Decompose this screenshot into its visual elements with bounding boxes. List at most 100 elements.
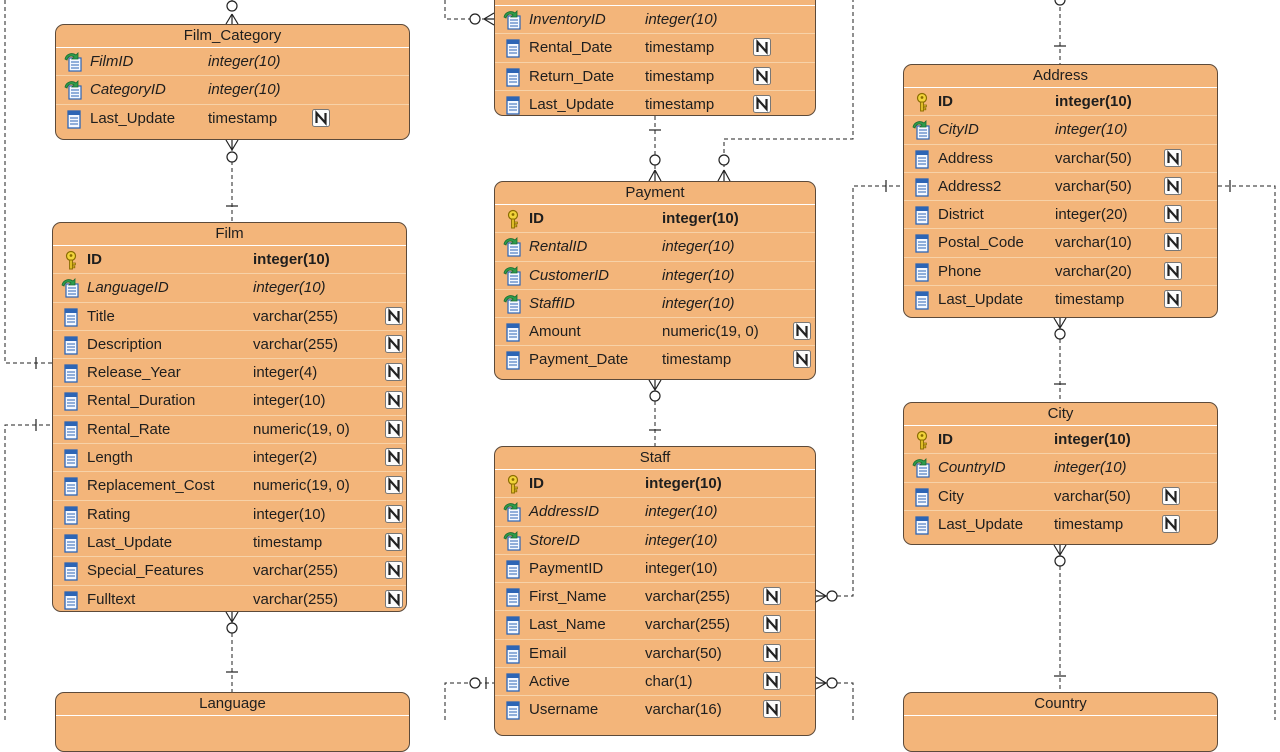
column-icon bbox=[64, 562, 78, 581]
column-icon bbox=[506, 323, 520, 342]
nullable-icon bbox=[385, 419, 403, 438]
column-icon bbox=[506, 96, 520, 115]
entity-title: Film_Category bbox=[56, 25, 409, 48]
column-type: integer(10) bbox=[662, 294, 735, 312]
column-type: varchar(255) bbox=[253, 562, 339, 580]
column-row[interactable]: CustomerID integer(10) bbox=[495, 260, 815, 289]
column-name: Address2 bbox=[938, 177, 1002, 195]
foreign-key-icon bbox=[503, 530, 521, 551]
column-icon bbox=[64, 590, 78, 610]
nullable-icon bbox=[385, 504, 403, 523]
nullable-icon bbox=[385, 532, 403, 551]
foreign-key-icon bbox=[503, 293, 521, 314]
column-icon bbox=[506, 588, 520, 607]
column-name: ID bbox=[87, 251, 102, 268]
column-name: Title bbox=[87, 307, 115, 325]
column-type: integer(10) bbox=[253, 505, 326, 523]
column-name: StoreID bbox=[529, 531, 580, 549]
column-name: CustomerID bbox=[529, 266, 610, 284]
column-icon bbox=[506, 701, 520, 721]
entity-language[interactable]: Language bbox=[55, 692, 410, 752]
column-type: integer(10) bbox=[253, 251, 330, 268]
column-type: integer(10) bbox=[253, 279, 326, 297]
column-type: integer(2) bbox=[253, 449, 318, 467]
entity-country[interactable]: Country bbox=[903, 692, 1218, 752]
column-type: varchar(255) bbox=[645, 588, 731, 606]
column-icon bbox=[915, 516, 929, 535]
column-name: ID bbox=[938, 431, 953, 448]
nullable-icon bbox=[1164, 233, 1182, 252]
column-type: integer(4) bbox=[253, 364, 318, 382]
entity-title: Staff bbox=[495, 447, 815, 470]
column-type: integer(10) bbox=[1054, 459, 1127, 477]
column-row[interactable]: Special_Features varchar(255) bbox=[53, 556, 406, 584]
column-name: Special_Features bbox=[87, 562, 204, 580]
column-type: integer(10) bbox=[662, 266, 735, 284]
nullable-icon bbox=[385, 334, 403, 353]
column-type: varchar(255) bbox=[253, 335, 339, 353]
column-icon bbox=[915, 206, 929, 225]
primary-key-icon bbox=[507, 474, 519, 494]
column-name: Active bbox=[529, 673, 570, 691]
column-type: timestamp bbox=[208, 109, 278, 127]
column-name: RentalID bbox=[529, 238, 588, 256]
column-name: ID bbox=[529, 210, 544, 227]
column-row[interactable]: ID integer(10) bbox=[53, 246, 406, 273]
nullable-icon bbox=[385, 476, 403, 495]
column-name: Username bbox=[529, 701, 599, 719]
nullable-icon bbox=[753, 66, 771, 85]
